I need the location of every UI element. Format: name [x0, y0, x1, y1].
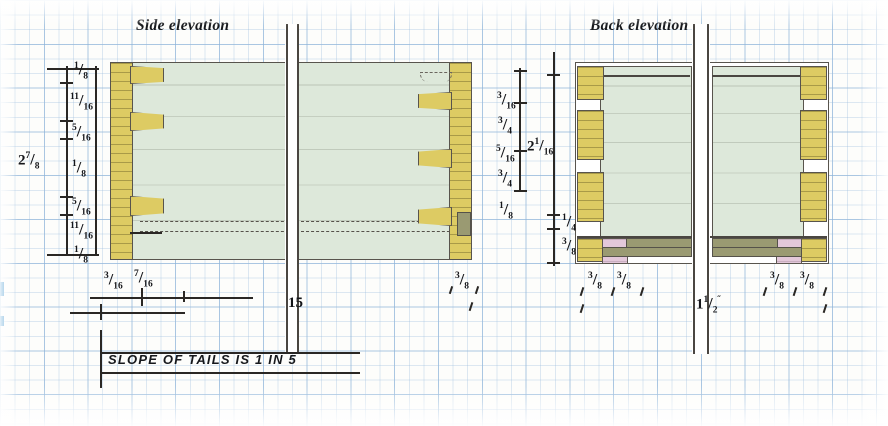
back-right-panel: [712, 66, 804, 238]
title-back-elevation: Back elevation: [590, 17, 689, 34]
side-right-tail-3: [418, 207, 452, 226]
back-right-pin-3: [800, 172, 827, 222]
back-br-arrow-2: [792, 286, 797, 297]
back-left-panel: [600, 66, 692, 238]
overall-dim-line: [95, 66, 97, 256]
back-br-arrow-1: [762, 286, 767, 297]
dim-side-bottom-right-arrow-l: [448, 285, 453, 295]
back-bottom-right-1: 3/8: [770, 271, 784, 292]
bottom-dim-tickmark-1: [141, 288, 143, 306]
dim-side-bottom-right-arrow-r: [474, 285, 479, 295]
back-dim-line: [553, 52, 555, 266]
dim-bottom-left-1: 3/16: [104, 271, 123, 292]
back-break-line-left: [693, 24, 695, 354]
back-br-arrow-3: [822, 286, 827, 297]
back-dim-height-sub-1: 1/4: [562, 213, 576, 234]
back-br-arrow-4: [822, 303, 827, 314]
back-center-width: 11/2˝: [696, 295, 721, 316]
overall-dim-tick-top: [47, 68, 99, 70]
overall-dim-tick-bottom: [47, 254, 99, 256]
right-chain-tick-3: [514, 190, 527, 192]
side-right-tail-1: [418, 92, 452, 110]
bottom-dim-tickmark-3: [100, 304, 102, 320]
back-dim-height-main: 21/16: [527, 137, 554, 158]
slope-note-text: SLOPE OF TAILS IS 1 IN 5: [108, 352, 297, 367]
side-left-endgrain: [110, 62, 133, 260]
back-dim-tick-2: [547, 228, 560, 230]
bottom-dim-line-1: [90, 297, 253, 299]
chain-label-3: 1/8: [72, 159, 86, 180]
right-chain-tick-2: [514, 150, 527, 152]
chain-tick-2: [60, 120, 73, 122]
back-right-rail-lower: [712, 247, 802, 257]
side-right-tail-2: [418, 149, 452, 168]
side-tail-2: [130, 112, 164, 131]
slope-note-underline-bottom: [100, 372, 360, 374]
back-dim-tick-3: [547, 262, 560, 264]
right-chain-tick-0: [514, 70, 527, 72]
back-dim-tick-1: [547, 214, 560, 216]
dim-length-15: 15: [288, 295, 303, 311]
side-tail-1: [130, 66, 164, 84]
back-dim-tick-0: [547, 74, 560, 76]
chain-tick-6: [60, 254, 73, 256]
chain-tick-1: [60, 82, 73, 84]
dim-side-bottom-right-arrow-d: [468, 301, 473, 312]
chain-label-4: 5/16: [72, 197, 91, 218]
chain-label-0: 1/8: [74, 61, 88, 82]
right-chain-label-1: 3/4: [498, 116, 512, 137]
chain-label-6: 1/8: [74, 245, 88, 266]
chain-dim-line: [66, 66, 68, 256]
back-left-pin-3: [577, 172, 604, 222]
side-hidden-groove-top: [140, 221, 465, 222]
right-chain-label-3: 3/4: [498, 169, 512, 190]
back-left-rail-lower: [602, 247, 692, 257]
right-chain-label-2: 5/16: [496, 144, 515, 165]
bottom-dim-line-2: [70, 312, 185, 314]
side-bottom-seat-line: [130, 232, 162, 234]
chain-label-2: 5/16: [72, 123, 91, 144]
right-chain-label-0: 3/16: [497, 91, 516, 112]
back-bl-arrow-3: [639, 286, 644, 297]
back-right-top-board-line: [712, 75, 802, 77]
back-left-pin-1: [577, 66, 604, 100]
back-left-pin-4: [577, 238, 604, 262]
chain-label-1: 11/16: [70, 92, 93, 113]
back-bottom-left-1: 3/8: [588, 271, 602, 292]
dim-side-bottom-right: 3/8: [455, 271, 469, 292]
right-chain-label-4: 1/8: [499, 201, 513, 222]
back-right-pin-4: [800, 238, 827, 262]
back-bl-arrow-2: [610, 286, 615, 297]
back-right-pin-2: [800, 110, 827, 160]
right-chain-dim-line: [519, 68, 521, 192]
title-side-elevation: Side elevation: [136, 17, 230, 34]
back-right-pin-1: [800, 66, 827, 100]
chain-label-5: 11/16: [70, 221, 93, 242]
bottom-dim-tickmark-2: [183, 291, 185, 302]
side-right-rail-end: [457, 212, 471, 236]
back-left-pin-2: [577, 110, 604, 160]
page-edge-marker-bottom: [0, 316, 4, 326]
back-bottom-right-2: 3/8: [800, 271, 814, 292]
side-hidden-groove-bottom: [140, 231, 465, 232]
dim-bottom-left-2: 7/16: [134, 269, 153, 290]
back-dim-height-sub-2: 3/8: [562, 237, 576, 258]
dim-overall-height: 27/8: [18, 151, 40, 172]
back-bl-arrow-4: [579, 303, 584, 314]
slope-note-leader: [100, 330, 102, 388]
side-tail-3: [130, 196, 164, 216]
side-right-hidden-top: [420, 72, 452, 82]
page-edge-marker-top: [0, 282, 4, 296]
back-bl-arrow-1: [579, 286, 584, 297]
chain-tick-0: [60, 68, 73, 70]
back-left-top-board-line: [600, 75, 690, 77]
back-bottom-left-2: 3/8: [617, 271, 631, 292]
